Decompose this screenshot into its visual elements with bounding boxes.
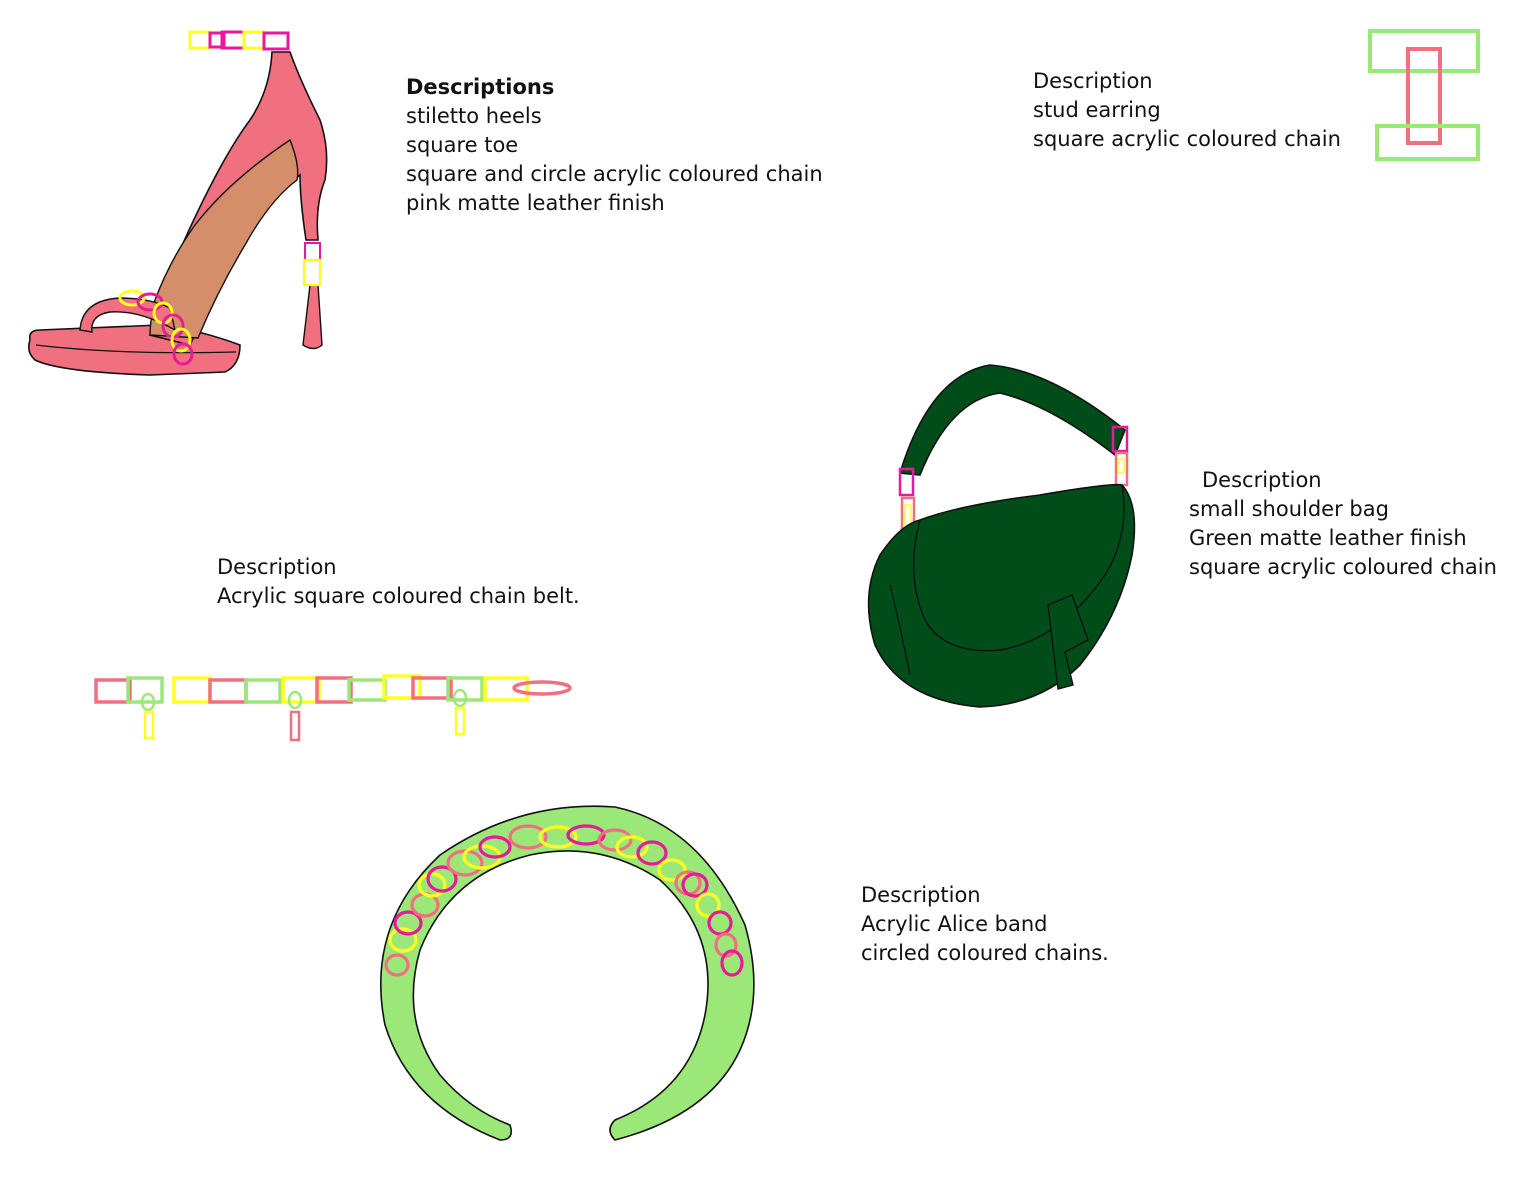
earring-description-line: square acrylic coloured chain [1033,127,1341,151]
shoe-description-line: square toe [406,133,519,157]
shoe-description-heading: Descriptions [406,75,555,99]
shoe-description: Descriptions stiletto heels square toe s… [406,73,823,218]
belt-description-line: Acrylic square coloured chain belt. [217,584,580,608]
shoe-description-line: pink matte leather finish [406,191,665,215]
bag-description-heading: Description [1202,468,1322,492]
earring-description-line: stud earring [1033,98,1161,122]
bag-description: Description small shoulder bag Green mat… [1189,466,1497,582]
alice-band-illustration [379,805,755,1141]
stud-earring-illustration [1368,29,1480,161]
stiletto-heel-illustration [28,30,328,376]
bag-description-line: square acrylic coloured chain [1189,555,1497,579]
chain-belt-illustration [94,674,572,742]
headband-description-line: Acrylic Alice band [861,912,1048,936]
shoe-description-line: square and circle acrylic coloured chain [406,162,823,186]
headband-description: Description Acrylic Alice band circled c… [861,881,1109,968]
bag-description-line: Green matte leather finish [1189,526,1467,550]
earring-description-heading: Description [1033,69,1153,93]
belt-description: Description Acrylic square coloured chai… [217,553,580,611]
shoe-description-line: stiletto heels [406,104,542,128]
shoulder-bag-illustration [867,364,1136,708]
headband-description-heading: Description [861,883,981,907]
headband-description-line: circled coloured chains. [861,941,1109,965]
bag-description-line: small shoulder bag [1189,497,1389,521]
earring-description: Description stud earring square acrylic … [1033,67,1341,154]
belt-description-heading: Description [217,555,337,579]
